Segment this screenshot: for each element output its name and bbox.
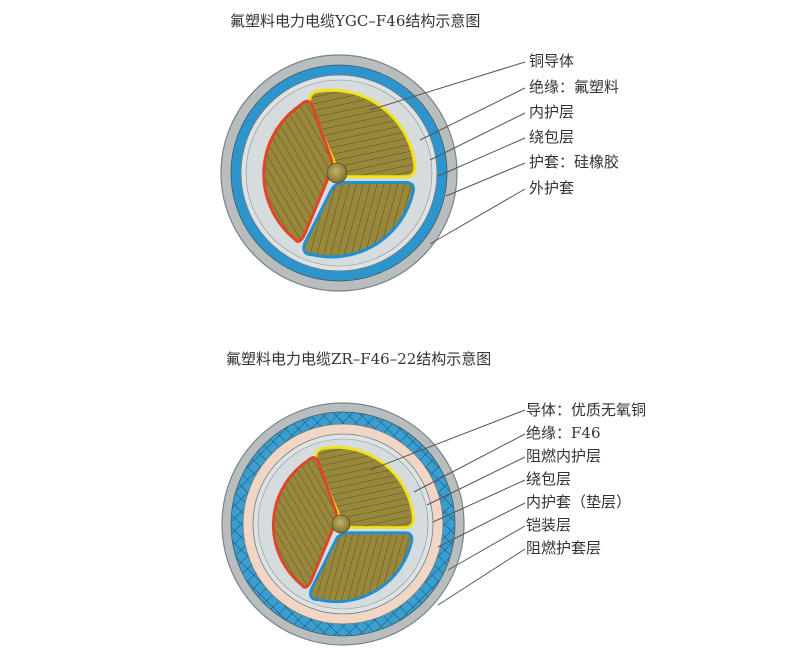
diagram-1-title: 氟塑料电力电缆YGC–F46结构示意图 (230, 12, 481, 30)
leader-lines-1 (369, 61, 526, 245)
label-wrap-layer: 绕包层 (529, 128, 575, 146)
label-conductor: 导体：优质无氧铜 (526, 401, 647, 419)
leader-lines-2 (369, 409, 526, 606)
center-filler (331, 514, 351, 534)
cable-2-cross-section (221, 402, 465, 646)
label-insulation: 绝缘：氟塑料 (529, 78, 620, 96)
cable-1-cross-section (220, 54, 458, 292)
label-inner-layer: 内护层 (529, 103, 575, 121)
label-flame-sheath: 阻燃护套层 (526, 539, 602, 557)
label-outer-sheath: 外护套 (529, 179, 575, 197)
label-sheath: 护套：硅橡胶 (529, 153, 620, 171)
label-wrap-layer: 绕包层 (526, 470, 572, 488)
diagram-2-title: 氟塑料电力电缆ZR–F46–22结构示意图 (226, 350, 492, 368)
label-insulation: 绝缘：F46 (526, 424, 601, 442)
center-filler (326, 162, 348, 184)
label-armor: 铠装层 (526, 516, 572, 534)
label-copper-conductor: 铜导体 (529, 52, 575, 70)
label-inner-sheath: 内护套（垫层） (526, 493, 632, 511)
label-flame-inner-layer: 阻燃内护层 (526, 447, 602, 465)
